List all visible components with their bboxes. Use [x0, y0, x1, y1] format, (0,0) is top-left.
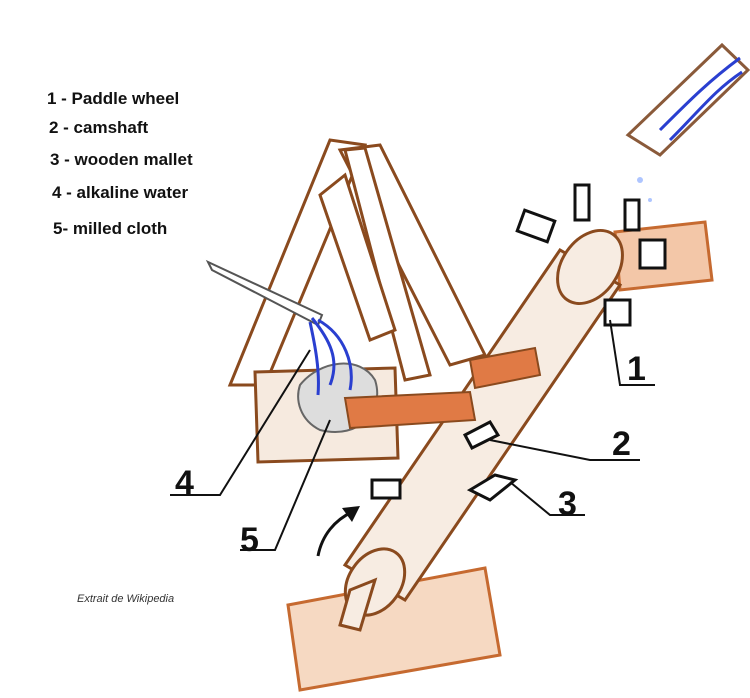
a-frame [227, 138, 488, 387]
source-credit: Extrait de Wikipedia [77, 593, 175, 605]
rotation-arrow-icon [316, 506, 360, 557]
cross-beam-right [468, 346, 542, 390]
callout-1: 1 [627, 350, 646, 388]
water-chute [625, 42, 750, 157]
callout-2: 2 [612, 425, 631, 463]
legend-item-camshaft: 2 - camshaft [49, 118, 149, 137]
legend-item-paddle-wheel: 1 - Paddle wheel [47, 89, 180, 108]
cross-beam [343, 390, 477, 430]
leader-lines [170, 319, 655, 551]
paddle-wheel [515, 183, 667, 327]
legend-item-alkaline-water: 4 - alkaline water [52, 183, 189, 202]
legend-item-milled-cloth: 5- milled cloth [53, 219, 168, 238]
callout-5: 5 [240, 521, 259, 559]
callout-3: 3 [558, 485, 577, 523]
legend-item-wooden-mallet: 3 - wooden mallet [50, 150, 193, 169]
callout-4: 4 [175, 464, 194, 502]
alkaline-water [308, 317, 353, 396]
cams [370, 420, 519, 502]
